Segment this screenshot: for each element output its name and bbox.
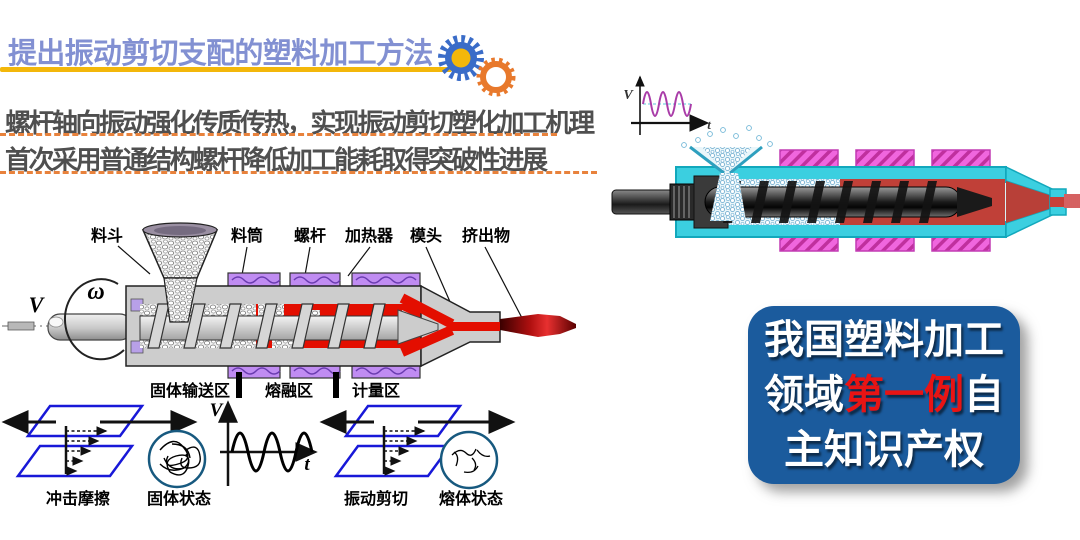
hopper-label: 料斗 bbox=[91, 226, 123, 245]
render-hopper-wall-left bbox=[689, 145, 725, 175]
melt-state-label: 熔体状态 bbox=[439, 489, 503, 508]
heater-coils bbox=[231, 276, 417, 375]
extrudate-label: 挤出物 bbox=[462, 226, 510, 245]
claim-box: 我国塑料加工 领域第一例自 主知识产权 bbox=[748, 306, 1020, 484]
render-hopper-wall-right bbox=[729, 145, 763, 175]
zone-separator-1 bbox=[236, 372, 242, 398]
extrudate-strand bbox=[500, 314, 576, 337]
rotation-arc bbox=[64, 278, 125, 361]
solid-state-circle bbox=[147, 429, 207, 489]
nozzle-channel bbox=[450, 322, 500, 331]
claim-line-2: 领域第一例自 bbox=[764, 368, 1004, 423]
solid-state-label: 固体状态 bbox=[147, 489, 211, 508]
axial-velocity-symbol: V bbox=[29, 292, 46, 317]
barrel-label: 料筒 bbox=[231, 226, 263, 245]
zone-label-solids: 固体输送区 bbox=[150, 381, 230, 400]
vibration-extruder-render: V t bbox=[611, 75, 1080, 252]
page-title: 提出振动剪切支配的塑料加工方法 bbox=[8, 38, 433, 70]
bullet-line-2: 首次采用普通结构螺杆降低加工能耗取得突破性进展 bbox=[5, 145, 548, 175]
vibration-shear-label: 振动剪切 bbox=[344, 489, 408, 508]
melt-state-circle bbox=[439, 430, 499, 490]
claim-line-3: 主知识产权 bbox=[784, 427, 984, 472]
shear-mechanism-diagram: 冲击摩擦 固体状态 V t bbox=[1, 400, 516, 508]
claim-highlight: 第一例 bbox=[844, 372, 964, 417]
render-heater-blocks bbox=[779, 149, 991, 252]
render-hopper-pellets bbox=[702, 147, 752, 171]
render-pellet-stream bbox=[710, 173, 746, 221]
zone-label-melting: 熔融区 bbox=[265, 381, 313, 400]
rotation-symbol: ω bbox=[87, 279, 104, 305]
claim-line-1: 我国塑料加工 bbox=[764, 317, 1004, 362]
shaft-end-cap bbox=[48, 316, 64, 328]
vibration-wave-graph: V t bbox=[210, 400, 318, 486]
vibration-shear-planes bbox=[319, 404, 516, 478]
wave-inset-graph: V t bbox=[623, 75, 711, 135]
dashed-divider-2 bbox=[0, 171, 597, 174]
screw-flights bbox=[147, 303, 386, 349]
title-underline bbox=[0, 67, 452, 72]
render-screw-tip bbox=[957, 187, 992, 217]
impact-friction-planes bbox=[1, 404, 198, 478]
heater-blocks bbox=[227, 272, 421, 379]
zone-separator-2 bbox=[333, 372, 339, 398]
solid-state-tangle bbox=[159, 440, 201, 476]
die-label: 模头 bbox=[410, 226, 442, 245]
zone-label-metering: 计量区 bbox=[352, 381, 400, 400]
gear-orange-icon bbox=[476, 57, 516, 97]
screw-label: 螺杆 bbox=[294, 226, 326, 245]
gear-blue-icon bbox=[438, 35, 484, 81]
dashed-divider-1 bbox=[0, 133, 557, 136]
wave-y-axis-label: V bbox=[210, 400, 224, 421]
render-scatter-pellets bbox=[681, 125, 773, 148]
render-extrudate-mesh bbox=[1064, 194, 1080, 208]
inset-x-axis-label: t bbox=[707, 117, 711, 132]
hopper-mouth bbox=[154, 226, 206, 235]
claim-line-2-pre: 领域 bbox=[764, 372, 844, 417]
render-nozzle-bore bbox=[1050, 197, 1066, 207]
die-melt-channel bbox=[399, 293, 455, 357]
impact-friction-label: 冲击摩擦 bbox=[46, 489, 110, 508]
inset-y-axis-label: V bbox=[623, 88, 634, 103]
hopper-throat bbox=[163, 277, 198, 323]
gear-icons bbox=[438, 35, 516, 97]
shaft-pin bbox=[7, 321, 35, 331]
screw-tip-cone bbox=[397, 309, 439, 345]
heater-label: 加热器 bbox=[344, 226, 394, 245]
render-die-channel bbox=[1006, 181, 1052, 223]
wave-x-axis-label: t bbox=[304, 454, 310, 475]
melt-state-chains bbox=[451, 448, 491, 474]
extruder-schematic-diagram: 料斗 料筒 螺杆 加热器 模头 挤出物 V ω bbox=[2, 222, 576, 400]
render-drive-shaft bbox=[611, 189, 677, 215]
coupling-ribs bbox=[673, 186, 690, 218]
claim-line-2-post: 自 bbox=[964, 372, 1004, 417]
